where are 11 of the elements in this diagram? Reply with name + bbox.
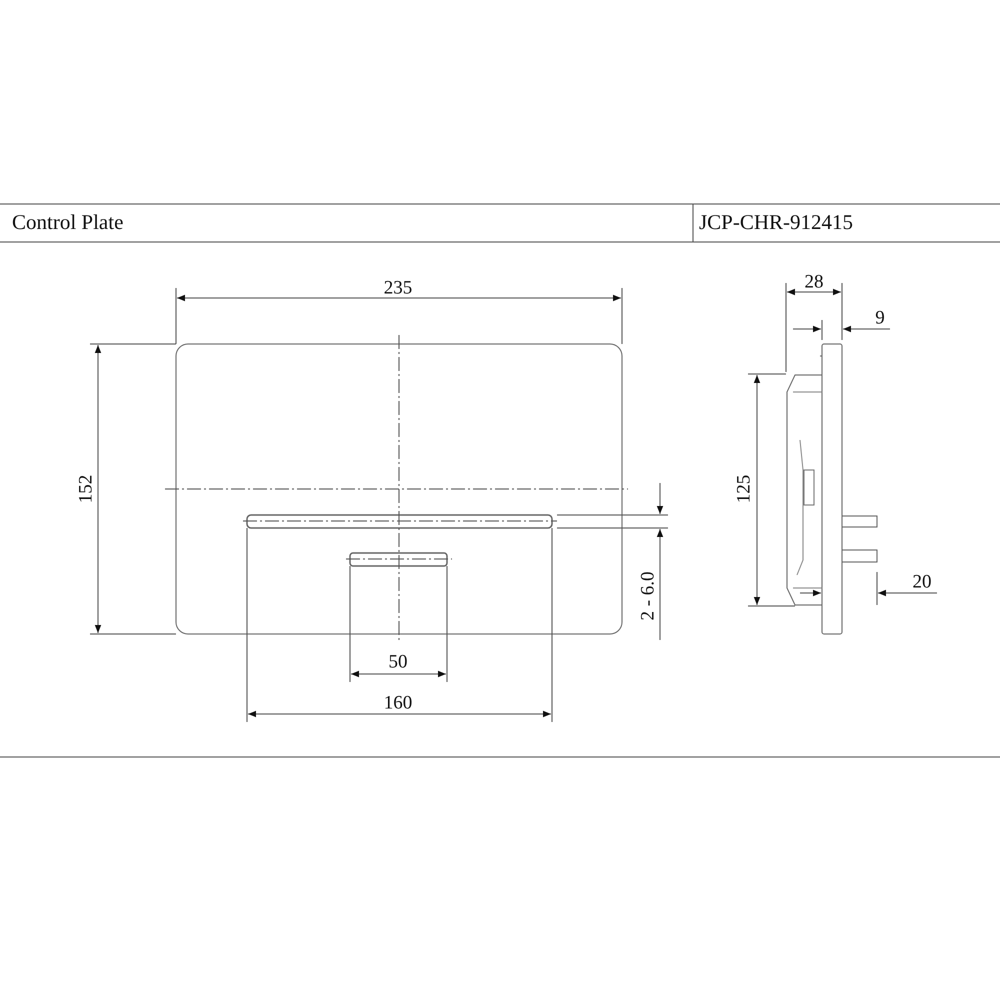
dimension-label: 2 - 6.0 xyxy=(638,571,658,621)
dimension-label: 20 xyxy=(912,572,932,592)
dimension-label: 9 xyxy=(875,308,885,328)
part-number: JCP-CHR-912415 xyxy=(699,212,854,233)
dimension-label: 152 xyxy=(76,474,96,504)
dimension-label: 125 xyxy=(734,474,754,504)
dimension-label: 28 xyxy=(804,272,824,292)
dimension-label: 160 xyxy=(384,694,412,712)
drawing-title: Control Plate xyxy=(12,212,124,233)
dimension-label: 235 xyxy=(384,278,412,298)
dimension-label: 50 xyxy=(388,652,408,672)
